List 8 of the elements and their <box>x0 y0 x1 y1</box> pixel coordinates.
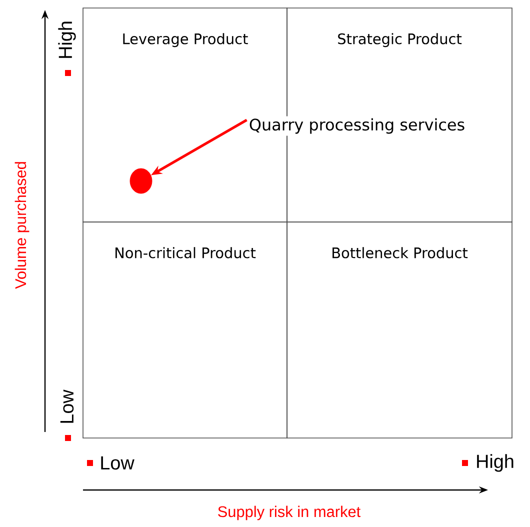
tick-label: Low <box>101 456 134 470</box>
axis-title: Supply risk in market <box>218 506 360 520</box>
data-point <box>130 168 152 194</box>
quadrant-box: Non-critical Product <box>82 222 288 438</box>
callout-text: Quarry processing services <box>246 116 468 136</box>
quadrant-box: Bottleneck Product <box>286 222 512 438</box>
axis-title: Volume purchased <box>14 162 30 289</box>
tick-label: High <box>58 22 76 58</box>
